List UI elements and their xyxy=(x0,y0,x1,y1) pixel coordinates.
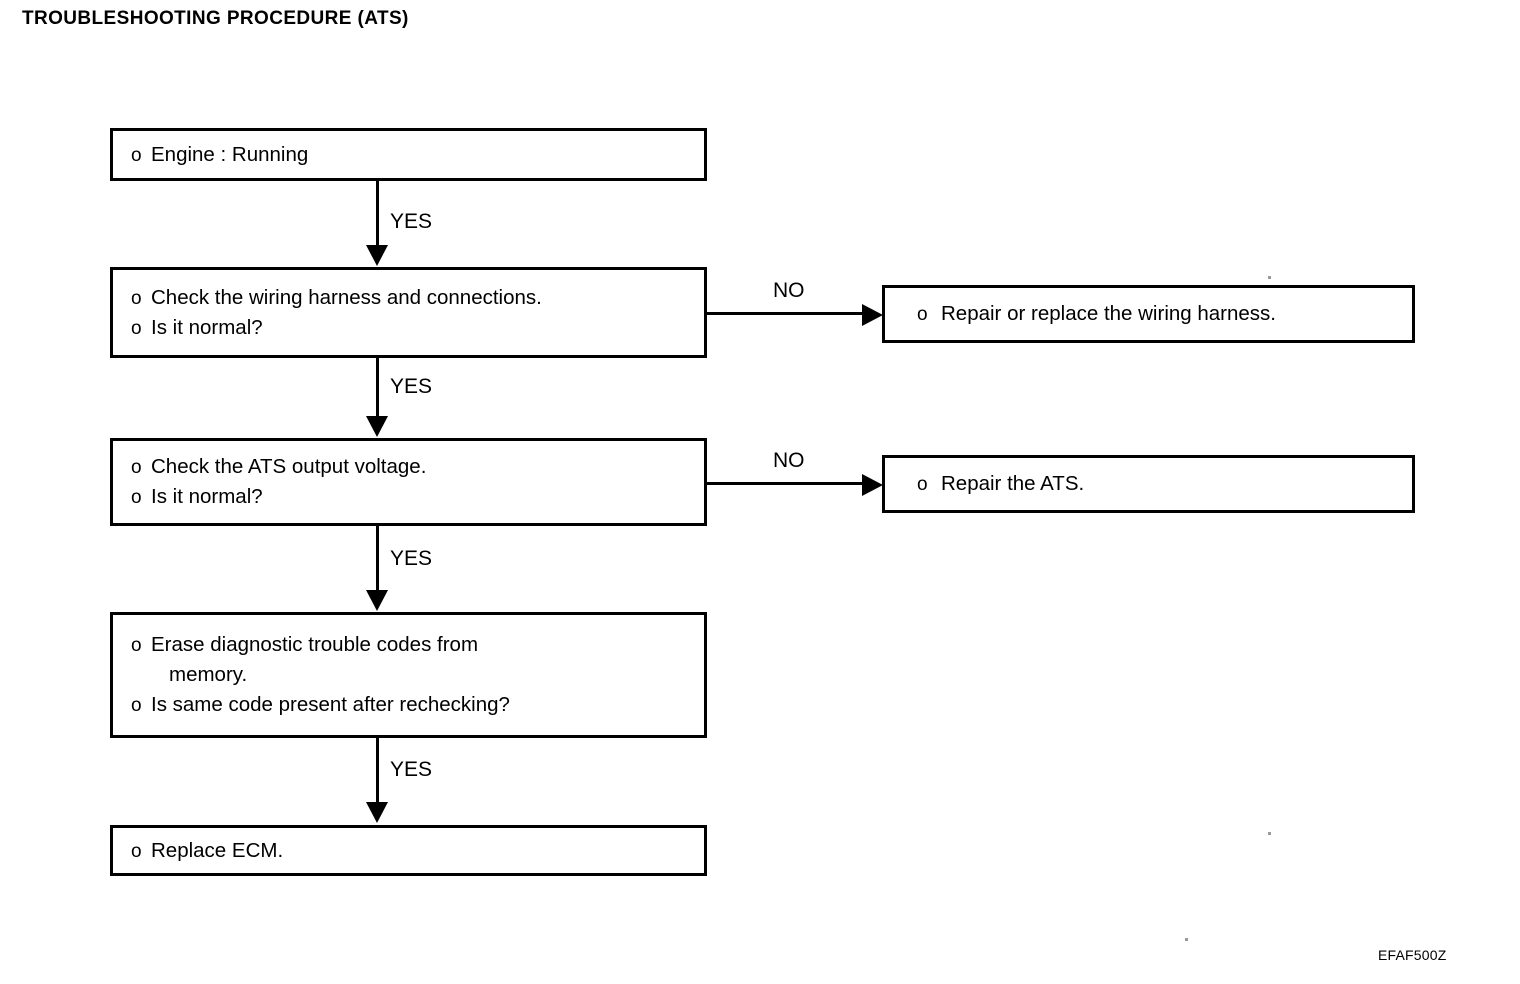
connector-label-no-1: NO xyxy=(773,279,805,302)
page-title: TROUBLESHOOTING PROCEDURE (ATS) xyxy=(22,8,409,29)
flow-line: o Erase diagnostic trouble codes from xyxy=(113,630,704,660)
flow-text: Replace ECM. xyxy=(151,838,284,862)
scan-speck xyxy=(1185,938,1188,941)
connector-label-yes-1: YES xyxy=(390,210,433,233)
flow-text: Check the ATS output voltage. xyxy=(151,455,427,479)
arrowhead-down-icon xyxy=(366,245,388,266)
flow-text: Engine : Running xyxy=(151,142,309,166)
flow-box-erase-codes: o Erase diagnostic trouble codes from me… xyxy=(110,612,707,738)
connector-line-yes-4 xyxy=(376,738,379,804)
flow-line: o Is it normal? xyxy=(113,313,704,343)
arrowhead-right-icon xyxy=(862,474,883,496)
scan-speck xyxy=(1268,276,1271,279)
connector-line-no-2 xyxy=(707,482,865,485)
flow-line: o Check the ATS output voltage. xyxy=(113,452,704,482)
flow-text: Check the wiring harness and connections… xyxy=(151,285,542,309)
bullet-marker: o xyxy=(131,487,142,508)
figure-code-label: EFAF500Z xyxy=(1378,947,1447,963)
bullet-marker: o xyxy=(131,840,142,862)
arrowhead-down-icon xyxy=(366,802,388,823)
arrowhead-down-icon xyxy=(366,416,388,437)
bullet-marker: o xyxy=(917,304,928,326)
flow-line: o Repair the ATS. xyxy=(885,469,1412,499)
bullet-marker: o xyxy=(131,144,142,166)
bullet-marker: o xyxy=(131,287,142,309)
flow-text: Is same code present after rechecking? xyxy=(151,692,510,716)
arrowhead-right-icon xyxy=(862,304,883,326)
flow-line: o Engine : Running xyxy=(113,140,704,170)
bullet-marker: o xyxy=(131,694,142,716)
flow-box-check-ats-output-voltage: o Check the ATS output voltage. o Is it … xyxy=(110,438,707,526)
flow-line: o Replace ECM. xyxy=(113,836,704,866)
flow-text: Is it normal? xyxy=(151,315,263,339)
connector-line-yes-2 xyxy=(376,358,379,418)
bullet-marker: o xyxy=(917,474,928,496)
flow-text: Erase diagnostic trouble codes from xyxy=(151,633,479,657)
connector-line-yes-3 xyxy=(376,526,379,592)
connector-label-no-2: NO xyxy=(773,449,805,472)
connector-line-yes-1 xyxy=(376,181,379,247)
flow-box-repair-ats: o Repair the ATS. xyxy=(882,455,1415,513)
flow-line: o Is same code present after rechecking? xyxy=(113,690,704,720)
connector-line-no-1 xyxy=(707,312,865,315)
flow-box-engine-running: o Engine : Running xyxy=(110,128,707,181)
scan-speck xyxy=(1268,832,1271,835)
flow-text: Repair or replace the wiring harness. xyxy=(941,302,1276,326)
connector-label-yes-2: YES xyxy=(390,375,433,398)
connector-label-yes-3: YES xyxy=(390,547,433,570)
flow-box-repair-wiring-harness: o Repair or replace the wiring harness. xyxy=(882,285,1415,343)
flow-text: Repair the ATS. xyxy=(941,472,1085,496)
flow-box-replace-ecm: o Replace ECM. xyxy=(110,825,707,876)
arrowhead-down-icon xyxy=(366,590,388,611)
flow-line: o Is it normal? xyxy=(113,482,704,512)
bullet-marker: o xyxy=(131,317,142,339)
connector-label-yes-4: YES xyxy=(390,758,433,781)
flow-line: o Check the wiring harness and connectio… xyxy=(113,283,704,313)
flow-box-check-wiring-harness: o Check the wiring harness and connectio… xyxy=(110,267,707,358)
bullet-marker: o xyxy=(131,635,142,657)
flow-line: o Repair or replace the wiring harness. xyxy=(885,299,1412,329)
flow-text: Is it normal? xyxy=(151,485,263,508)
bullet-marker: o xyxy=(131,457,142,479)
flow-text-continuation: memory. xyxy=(169,663,248,687)
